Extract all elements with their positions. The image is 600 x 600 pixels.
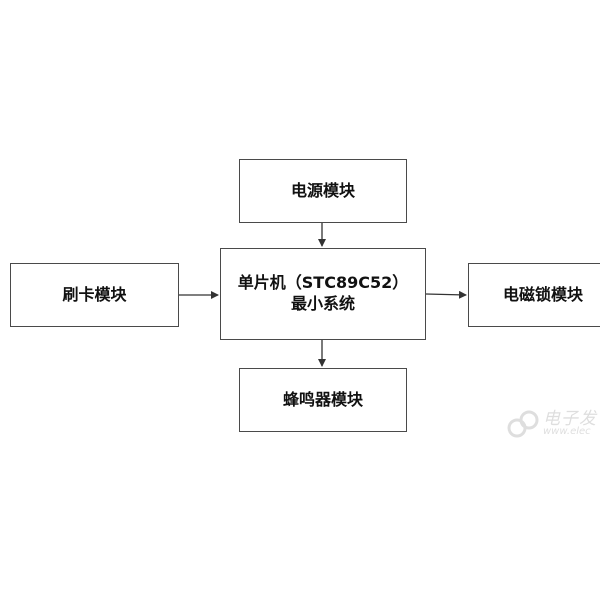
buzzer-module-block: 蜂鸣器模块 [239,368,407,432]
mcu-label-line1: 单片机（STC89C52） [237,273,409,293]
lock-module-block: 电磁锁模块 [468,263,600,327]
buzzer-module-label: 蜂鸣器模块 [282,389,363,409]
power-module-block: 电源模块 [239,159,407,223]
lock-module-label: 电磁锁模块 [502,284,583,304]
mcu-label-line2: 最小系统 [290,294,355,313]
power-module-label: 电源模块 [290,180,355,200]
watermark: 电子发 www.elec [505,400,600,448]
watermark-logo-icon [507,410,539,438]
card-module-label: 刷卡模块 [62,284,127,304]
mcu-block: 单片机（STC89C52） 最小系统 [220,248,426,340]
watermark-text-en: www.elec [543,426,591,437]
watermark-text-cn: 电子发 [543,409,597,429]
arrow-mcu-to-lock [425,290,467,299]
card-module-block: 刷卡模块 [10,263,179,327]
